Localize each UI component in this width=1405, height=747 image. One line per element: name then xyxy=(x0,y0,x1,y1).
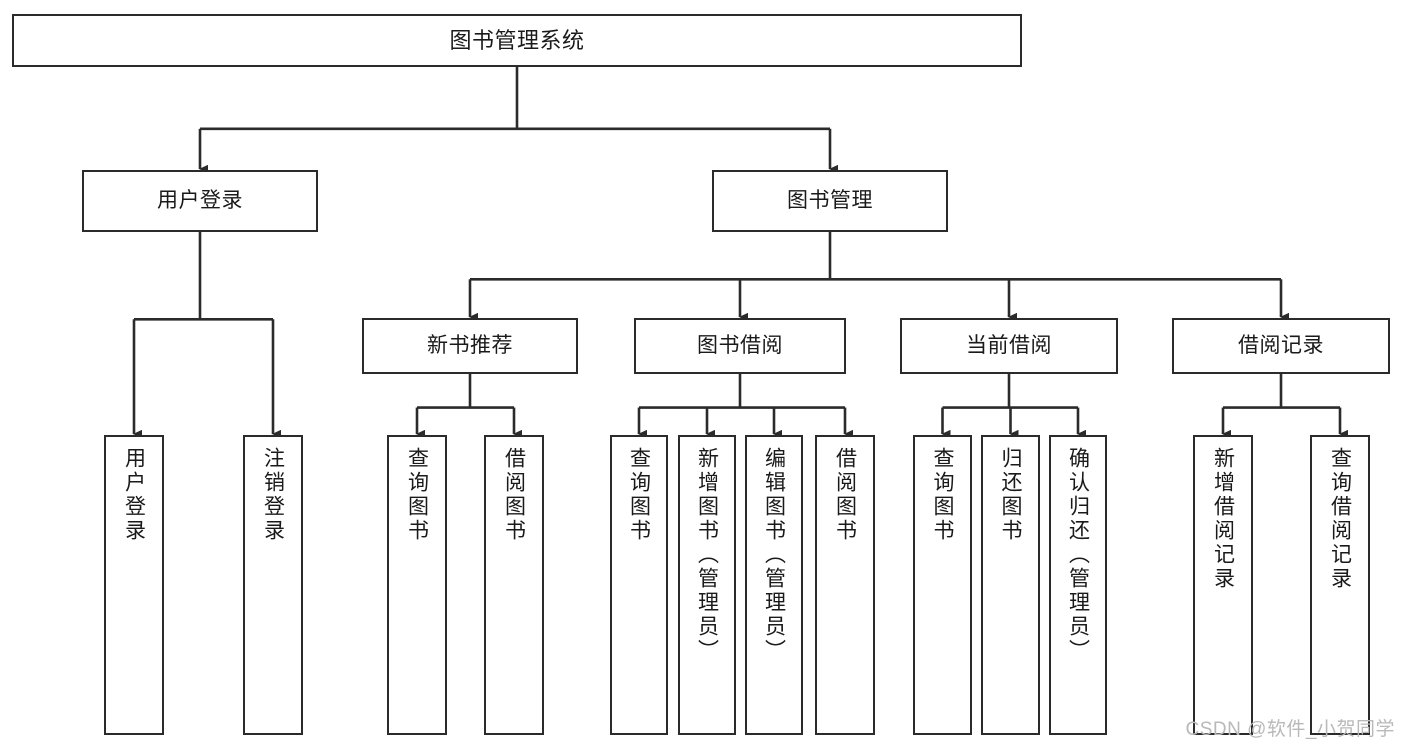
node-label: 用户登录 xyxy=(157,188,243,212)
node-label: 图书管理 xyxy=(787,188,873,212)
node-label: 查询图书 xyxy=(627,447,651,543)
node-label: 借阅图书 xyxy=(502,447,526,543)
node-current[interactable]: 当前借阅 xyxy=(900,318,1118,374)
node-label: 查询借阅记录 xyxy=(1328,447,1352,591)
node-label: 注销登录 xyxy=(261,447,285,543)
node-leaf-10[interactable]: 归还图书 xyxy=(981,435,1040,735)
node-leaf-11[interactable]: 确认归还（管理员） xyxy=(1049,435,1107,735)
node-label: 图书管理系统 xyxy=(449,27,585,53)
node-leaf-6[interactable]: 新增图书（管理员） xyxy=(678,435,736,735)
node-label: 借阅记录 xyxy=(1238,333,1324,357)
node-login[interactable]: 用户登录 xyxy=(82,170,318,232)
node-newbook[interactable]: 新书推荐 xyxy=(362,318,578,374)
node-label: 归还图书 xyxy=(999,447,1022,543)
node-leaf-4[interactable]: 借阅图书 xyxy=(484,435,544,735)
node-label: 图书借阅 xyxy=(697,333,783,357)
node-label: 查询图书 xyxy=(405,447,429,543)
node-leaf-3[interactable]: 查询图书 xyxy=(387,435,447,735)
node-label: 确认归还（管理员） xyxy=(1066,447,1090,663)
node-label: 借阅图书 xyxy=(833,447,857,543)
node-records[interactable]: 借阅记录 xyxy=(1172,318,1390,374)
node-leaf-13[interactable]: 查询借阅记录 xyxy=(1310,435,1370,735)
node-leaf-8[interactable]: 借阅图书 xyxy=(815,435,875,735)
node-label: 新增图书（管理员） xyxy=(695,447,719,663)
node-label: 用户登录 xyxy=(122,447,146,543)
node-bookmgmt[interactable]: 图书管理 xyxy=(712,170,948,232)
node-label: 新增借阅记录 xyxy=(1211,447,1235,591)
node-label: 当前借阅 xyxy=(966,333,1052,357)
node-label: 编辑图书（管理员） xyxy=(762,447,786,663)
node-leaf-12[interactable]: 新增借阅记录 xyxy=(1193,435,1253,735)
node-leaf-2[interactable]: 注销登录 xyxy=(243,435,303,735)
node-leaf-5[interactable]: 查询图书 xyxy=(610,435,668,735)
node-leaf-1[interactable]: 用户登录 xyxy=(104,435,164,735)
node-label: 查询图书 xyxy=(931,447,954,543)
node-root[interactable]: 图书管理系统 xyxy=(12,14,1022,67)
node-leaf-7[interactable]: 编辑图书（管理员） xyxy=(745,435,803,735)
node-borrow[interactable]: 图书借阅 xyxy=(634,318,846,374)
node-leaf-9[interactable]: 查询图书 xyxy=(913,435,972,735)
node-label: 新书推荐 xyxy=(427,333,513,357)
edge-group xyxy=(132,67,1348,439)
